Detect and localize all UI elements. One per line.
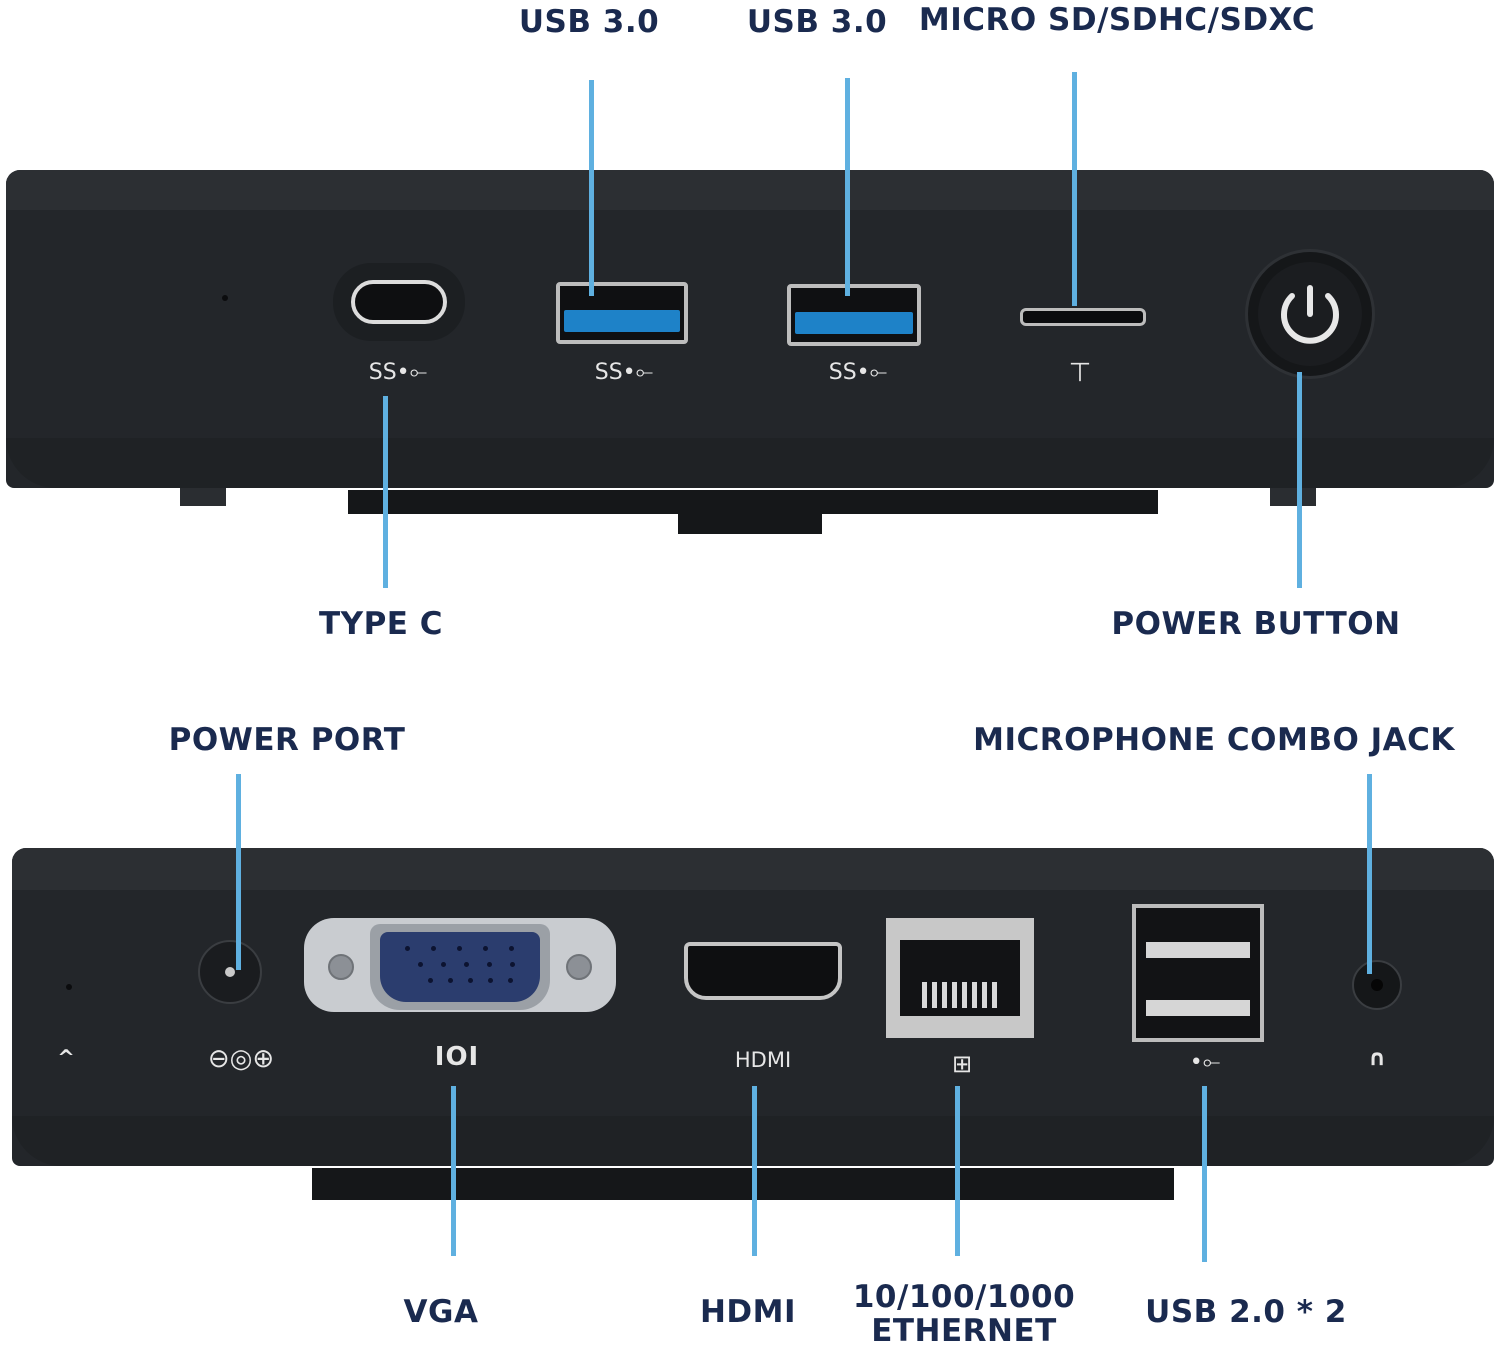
leader-hdmi [752,1086,757,1256]
vga-pin-hole [464,962,469,967]
leader-vga [451,1086,456,1256]
label-usb30-b: USB 3.0 [746,4,888,40]
front-indicator-hole [222,295,228,301]
usb-icon: •⟜ [1189,1050,1221,1075]
vga-screw-right [566,954,592,980]
dc-polarity-icon: ⊖◎⊕ [207,1044,275,1074]
vga-pin-hole [428,978,433,983]
hdmi-port [684,942,842,1000]
vga-pin-hole [488,978,493,983]
vga-pin-hole [457,946,462,951]
usb30-port-b [787,284,921,346]
vga-pin-hole [418,962,423,967]
ethernet-contact-pin [942,982,947,1008]
ethernet-contact-pin [982,982,987,1008]
usb30-port-b-tongue [795,312,913,334]
label-power-button: POWER BUTTON [1111,606,1401,642]
label-mic-combo: MICROPHONE COMBO JACK [973,722,1455,758]
label-ethernet-line2: ETHERNET [871,1313,1057,1349]
vga-pin-hole [405,946,410,951]
ethernet-port-frame [886,918,1034,1038]
ss-usb-icon: SS•⟜ [368,360,428,385]
front-lower-bevel [6,438,1494,488]
leader-usb30-a [589,80,594,296]
front-foot-right [1270,488,1316,506]
leader-type-c [383,396,388,588]
front-panel-device [6,170,1494,488]
vga-pin-hole [487,962,492,967]
dc-power-jack-pin [225,967,235,977]
leader-usb20 [1202,1086,1207,1262]
leader-microsd [1072,72,1077,306]
label-usb20: USB 2.0 * 2 [1145,1294,1347,1330]
vga-pin-hole [448,978,453,983]
hdmi-text: HDMI [734,1048,792,1072]
front-mount-tab [678,490,822,534]
usb30-port-a [556,282,688,344]
label-ethernet-line1: 10/100/1000 [852,1279,1076,1315]
ss-usb-icon: SS•⟜ [828,360,888,385]
ethernet-contact-pin [962,982,967,1008]
ethernet-contact-pin [932,982,937,1008]
type-c-port-surround [333,263,465,341]
vga-pin-hole [441,962,446,967]
audio-combo-jack-hole [1371,979,1383,991]
leader-usb30-b [845,78,850,296]
ethernet-contact-pin [992,982,997,1008]
vga-icon: IOI [434,1042,480,1072]
ethernet-contact-pin [952,982,957,1008]
front-top-edge [6,170,1494,210]
kensington-lock-icon: ^ [57,1046,75,1070]
ss-usb-icon: SS•⟜ [594,360,654,385]
vga-pin-hole [483,946,488,951]
ethernet-contact-pin [922,982,927,1008]
headphone-icon: ∩ [1368,1046,1386,1071]
leader-power-button [1297,372,1302,588]
ethernet-port [900,940,1020,1016]
label-power-port: POWER PORT [168,722,406,758]
label-usb30-a: USB 3.0 [518,4,660,40]
vga-pin-hole [431,946,436,951]
leader-ethernet [955,1086,960,1256]
microsd-slot [1020,308,1146,326]
label-type-c: TYPE C [318,606,444,642]
usb20-port-top [1146,942,1250,958]
vga-pin-hole [468,978,473,983]
usb30-port-a-tongue [564,310,680,332]
type-c-port [351,280,447,324]
vga-port [380,932,540,1002]
rear-panel-device [12,848,1494,1166]
label-vga: VGA [403,1294,479,1330]
rear-indicator-hole [66,984,72,990]
power-button [1248,252,1372,376]
power-icon [1281,285,1339,344]
leader-power-port [236,774,241,970]
vga-screw-left [328,954,354,980]
usb20-port-bottom [1146,1000,1250,1016]
front-foot-left [180,488,226,506]
rear-mount-bracket [312,1168,1174,1200]
vga-pin-hole [508,978,513,983]
label-hdmi: HDMI [699,1294,797,1330]
sd-card-icon: ⊤ [1068,358,1092,388]
audio-combo-jack [1352,960,1402,1010]
label-microsd: MICRO SD/SDHC/SDXC [918,2,1316,38]
ethernet-contact-pin [972,982,977,1008]
dc-power-jack [198,940,262,1004]
lan-icon: ⊞ [951,1050,973,1078]
usb20-port-stack [1132,904,1264,1042]
rear-top-edge [12,848,1494,890]
leader-mic-combo [1367,774,1372,974]
vga-pin-hole [509,946,514,951]
vga-pin-hole [510,962,515,967]
